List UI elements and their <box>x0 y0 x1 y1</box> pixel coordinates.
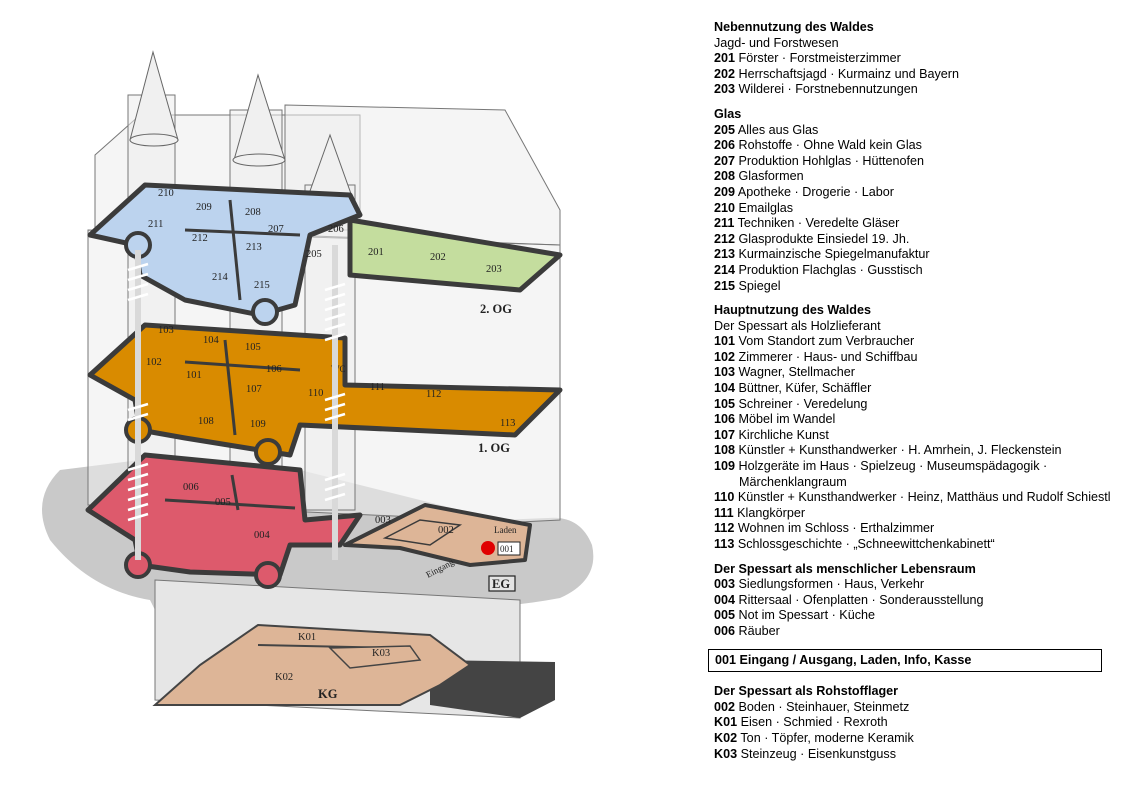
room-205: 205 <box>306 249 322 260</box>
room-110: 110 <box>308 388 323 399</box>
room-215: 215 <box>254 280 270 291</box>
room-004: 004 <box>254 530 271 541</box>
legend-entry: 203 Wilderei · Forstnebennutzungen <box>714 82 918 97</box>
legend-entry: 209 Apotheke · Drogerie · Labor <box>714 184 894 199</box>
room-109: 109 <box>250 419 266 430</box>
legend-entry: K02 Ton · Töpfer, moderne Keramik <box>714 730 914 745</box>
room-202: 202 <box>430 252 446 263</box>
legend-section-rohstofflager: Der Spessart als Rohstofflager 002 Boden… <box>714 684 1129 762</box>
legend-entry: 214 Produktion Flachglas · Gusstisch <box>714 262 923 277</box>
room-201: 201 <box>368 247 384 258</box>
room-210: 210 <box>158 188 174 199</box>
legend-entry: 105 Schreiner · Veredelung <box>714 396 868 411</box>
legend-entry: 207 Produktion Hohlglas · Hüttenofen <box>714 153 925 168</box>
legend-entry: 107 Kirchliche Kunst <box>714 427 829 442</box>
legend-entry: 005 Not im Spessart · Küche <box>714 608 875 623</box>
room-112: 112 <box>426 389 441 400</box>
legend-entry: 112 Wohnen im Schloss · Erthalzimmer <box>714 521 935 536</box>
castle-floor-plan: KG K01 K02 K03 2. OG 210 209 208 207 206 <box>42 50 594 719</box>
floor-label-eg: EG <box>492 577 510 591</box>
legend-entry: 104 Büttner, Küfer, Schäffler <box>714 381 872 396</box>
room-207: 207 <box>268 224 284 235</box>
floor-label-kg: KG <box>318 687 338 701</box>
room-k02: K02 <box>275 672 293 683</box>
legend-section-glas: Glas 205 Alles aus Glas 206 Rohstoffe · … <box>714 107 1129 294</box>
legend-entry: 101 Vom Standort zum Verbraucher <box>714 334 915 349</box>
legend-entry: 202 Herrschaftsjagd · Kurmainz und Bayer… <box>714 66 960 81</box>
room-006: 006 <box>183 482 199 493</box>
room-107: 107 <box>246 384 262 395</box>
legend-section-hauptnutzung: Hauptnutzung des Waldes Der Spessart als… <box>714 303 1129 553</box>
room-002: 002 <box>438 525 454 536</box>
legend-entry: 208 Glasformen <box>714 169 804 184</box>
legend-entry: 108 Künstler + Kunsthandwerker · H. Amrh… <box>714 443 1062 458</box>
legend-section-title: Nebennutzung des Waldes <box>714 20 874 34</box>
room-211: 211 <box>148 219 163 230</box>
legend-entry: 215 Spiegel <box>714 278 781 293</box>
room-203: 203 <box>486 264 502 275</box>
legend-section-nebennutzung: Nebennutzung des Waldes Jagd- und Forstw… <box>714 20 1129 98</box>
legend-entry: 106 Möbel im Wandel <box>714 412 836 427</box>
wc-label: WC <box>331 364 346 374</box>
room-214: 214 <box>212 272 229 283</box>
room-k01: K01 <box>298 632 316 643</box>
entrance-marker-icon <box>481 541 495 555</box>
legend-entry: 201 Förster · Forstmeisterzimmer <box>714 51 901 66</box>
legend-entry: K01 Eisen · Schmied · Rexroth <box>714 715 888 730</box>
room-104: 104 <box>203 335 220 346</box>
legend-entry: 210 Emailglas <box>714 200 794 215</box>
room-208: 208 <box>245 207 261 218</box>
room-213: 213 <box>246 242 262 253</box>
room-legend: Nebennutzung des Waldes Jagd- und Forstw… <box>708 20 1129 771</box>
room-102: 102 <box>146 357 162 368</box>
room-003: 003 <box>375 515 391 526</box>
room-105: 105 <box>245 342 261 353</box>
room-106: 106 <box>266 364 282 375</box>
room-113: 113 <box>500 418 515 429</box>
legend-entry: 004 Rittersaal · Ofenplatten · Sonderaus… <box>714 592 984 607</box>
legend-entry: 103 Wagner, Stellmacher <box>714 365 855 380</box>
legend-entry: 109 Holzgeräte im Haus · Spielzeug · Mus… <box>714 459 1048 489</box>
legend-entry: 212 Glasprodukte Einsiedel 19. Jh. <box>714 231 910 246</box>
floor-eg: 006 005 004 003 002 Laden 001 Eingang EG <box>85 452 532 592</box>
floor-label-og2: 2. OG <box>480 302 512 316</box>
room-108: 108 <box>198 416 214 427</box>
room-005: 005 <box>215 497 231 508</box>
legend-entrance-box: 001 Eingang / Ausgang, Laden, Info, Kass… <box>708 648 1102 673</box>
room-209: 209 <box>196 202 212 213</box>
legend-entry: 211 Techniken · Veredelte Gläser <box>714 216 900 231</box>
legend-entry: 110 Künstler + Kunsthandwerker · Heinz, … <box>714 490 1111 505</box>
room-k03: K03 <box>372 648 390 659</box>
laden-label: Laden <box>494 525 517 535</box>
legend-entry: 205 Alles aus Glas <box>714 122 819 137</box>
legend-section-lebensraum: Der Spessart als menschlicher Lebensraum… <box>714 562 1129 640</box>
legend-entry: 206 Rohstoffe · Ohne Wald kein Glas <box>714 138 922 153</box>
legend-entry: 002 Boden · Steinhauer, Steinmetz <box>714 699 910 714</box>
room-212: 212 <box>192 233 208 244</box>
legend-entry: 113 Schlossgeschichte · „Schneewittchenk… <box>714 537 995 551</box>
room-103: 103 <box>158 325 174 336</box>
legend-section-subtitle: Jagd- und Forstwesen <box>714 35 839 50</box>
basement-shell: KG K01 K02 K03 <box>152 579 555 719</box>
room-101: 101 <box>186 370 202 381</box>
legend-section-title: Der Spessart als menschlicher Lebensraum <box>714 561 976 576</box>
legend-section-title: Hauptnutzung des Waldes <box>714 303 871 318</box>
legend-section-subtitle: Der Spessart als Holzlieferant <box>714 318 881 333</box>
legend-entry: 006 Räuber <box>714 623 780 638</box>
legend-entry: 213 Kurmainzische Spiegelmanufaktur <box>714 247 930 262</box>
floor-og2: 2. OG 210 209 208 207 206 211 212 213 20… <box>87 182 563 326</box>
legend-section-title: Glas <box>714 106 742 121</box>
spiral-stairs <box>127 245 346 560</box>
legend-entry: K03 Steinzeug · Eisenkunstguss <box>714 746 897 761</box>
legend-entry: 003 Siedlungsformen · Haus, Verkehr <box>714 577 925 592</box>
room-001: 001 <box>500 544 514 554</box>
room-206: 206 <box>328 224 344 235</box>
floor-label-og1: 1. OG <box>478 441 510 455</box>
legend-section-title: Der Spessart als Rohstofflager <box>714 684 899 699</box>
legend-entry: 102 Zimmerer · Haus- und Schiffbau <box>714 349 918 364</box>
room-111: 111 <box>370 382 385 393</box>
legend-entry: 111 Klangkörper <box>714 505 806 520</box>
